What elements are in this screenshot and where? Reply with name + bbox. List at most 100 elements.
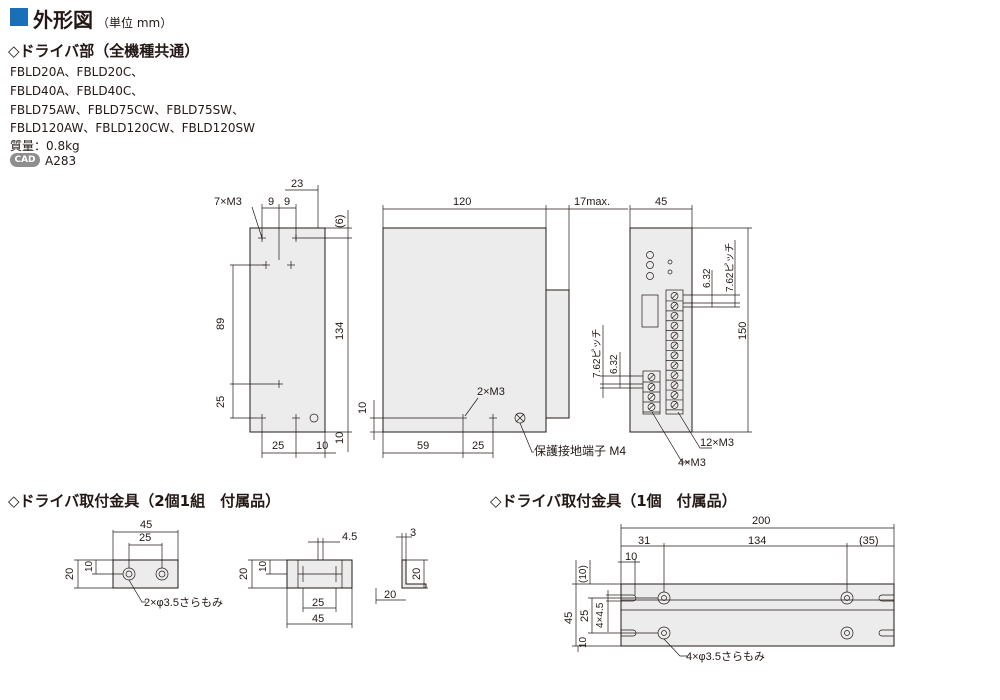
dim-front-6: (6) <box>334 215 346 228</box>
terminal-screw-icon <box>670 401 679 409</box>
side-heatsink <box>545 289 570 419</box>
terminal-screw-icon <box>670 361 679 370</box>
model-line-3: FBLD75AW、FBLD75CW、FBLD75SW、 <box>10 103 245 117</box>
dim-right-762b: 7.62ピッチ <box>591 329 603 378</box>
dim-b2-25: 25 <box>139 532 151 544</box>
bracket2-front: 45 25 20 10 2×φ3.5さらもみ <box>64 519 223 609</box>
label-b2-holes: 2×φ3.5さらもみ <box>144 596 223 609</box>
dim-front-25v: 25 <box>215 396 227 408</box>
label-b1-holes: 4×φ3.5さらもみ <box>686 650 765 663</box>
switch-dot <box>667 269 673 275</box>
terminal-screw-icon <box>670 351 679 360</box>
dim-b2-45: 45 <box>140 519 152 531</box>
terminal-screw-icon <box>670 371 679 380</box>
label-right-12xm3: 12×M3 <box>700 437 734 449</box>
title-unit: （単位 mm） <box>97 16 173 30</box>
model-line-2: FBLD40A、FBLD40C、 <box>10 84 144 98</box>
slot-right-bottom <box>878 629 894 637</box>
dim-b1-35: (35) <box>859 535 879 547</box>
label-right-4xm3: 4×M3 <box>678 457 706 469</box>
cad-code: A283 <box>45 154 77 168</box>
bracket-hole-icon <box>840 626 854 640</box>
cad-badge: CAD <box>10 153 40 167</box>
right-panel <box>629 227 693 433</box>
connector-slot <box>641 294 659 328</box>
bracket2-side: 3 20 20 <box>375 527 428 604</box>
dim-right-45: 45 <box>655 196 667 208</box>
led-indicator <box>646 251 654 259</box>
dim-front-89: 89 <box>215 318 227 330</box>
dim-b2-w20: 20 <box>384 589 396 601</box>
dim-b2-20b: 20 <box>238 568 250 580</box>
dim-front-10h: 10 <box>316 440 328 452</box>
dim-right-632a: 6.32 <box>702 268 713 288</box>
dim-side-17max: 17max. <box>574 196 610 208</box>
dim-b2-10: 10 <box>84 560 95 572</box>
led-indicator <box>646 261 654 269</box>
dim-b1-45: 45 <box>563 612 575 624</box>
title-marker <box>10 8 28 26</box>
terminal-screw-icon <box>670 341 679 350</box>
dim-front-9b: 9 <box>284 196 290 208</box>
dim-b1-134: 134 <box>748 535 766 547</box>
dim-b1-10t: (10) <box>578 565 589 583</box>
dim-b2-45b: 4.5 <box>342 531 357 543</box>
label-side-2xm3: 2×M3 <box>477 386 505 398</box>
dim-front-9a: 9 <box>268 196 274 208</box>
dim-side-59: 59 <box>417 440 429 452</box>
led-indicator <box>646 272 654 280</box>
label-ground-terminal: 保護接地端子 M4 <box>534 443 626 458</box>
terminal-screw-icon <box>647 383 656 391</box>
side-view: 120 17max. 2×M3 10 59 25 保護接地端子 M4 <box>357 196 628 458</box>
bracket2-top: 4.5 20 10 25 45 <box>238 531 357 628</box>
bracket1-plate <box>620 583 895 647</box>
bracket1-heading: ◇ドライバ取付金具（1個 付属品） <box>490 492 737 510</box>
dim-right-632b: 6.32 <box>609 354 620 374</box>
dim-front-10v: 10 <box>334 432 346 444</box>
dim-b2-45c: 45 <box>312 613 324 625</box>
terminal-screw-icon <box>670 292 679 300</box>
dim-b2-3: 3 <box>410 527 416 539</box>
dim-front-23: 23 <box>291 178 303 190</box>
dim-front-25h: 25 <box>272 440 284 452</box>
dim-b1-10: 10 <box>625 551 637 563</box>
side-body <box>382 227 547 433</box>
slot-right-top <box>878 594 894 602</box>
title-text: 外形図 <box>33 8 93 32</box>
terminal-screw-icon <box>670 381 679 389</box>
dim-b1-4x45: 4×4.5 <box>595 602 606 628</box>
bracket1: 200 31 134 (35) 10 45 25 4×4.5 (10) 10 4… <box>563 515 895 663</box>
bracket2-heading: ◇ドライバ取付金具（2個1組 付属品） <box>8 492 281 510</box>
driver-heading: ◇ドライバ部（全機種共通） <box>8 42 200 60</box>
dim-b1-200: 200 <box>752 515 770 527</box>
front-view: 23 9 9 7×M3 89 25 (6) <box>214 178 352 458</box>
right-view: 45 150 6.32 7.62ピッチ <box>591 196 752 469</box>
dim-b2-25b: 25 <box>312 597 324 609</box>
dim-b2-20c: 20 <box>411 568 423 580</box>
terminal-block-12 <box>665 289 684 415</box>
dim-b1-10b: 10 <box>578 636 589 648</box>
dim-right-762a: 7.62ピッチ <box>724 243 736 292</box>
page-title: 外形図 （単位 mm） <box>33 4 172 33</box>
terminal-screw-icon <box>670 321 679 330</box>
front-holes <box>258 234 319 423</box>
terminal-block-4 <box>642 370 661 415</box>
terminal-screw-icon <box>670 391 679 399</box>
switch-dot <box>667 259 673 265</box>
terminal-screw-icon <box>647 403 656 411</box>
model-line-1: FBLD20A、FBLD20C、 <box>10 65 144 79</box>
model-line-4: FBLD120AW、FBLD120CW、FBLD120SW <box>10 121 256 135</box>
terminal-screw-icon <box>647 393 656 401</box>
dim-side-25: 25 <box>472 440 484 452</box>
dim-side-120: 120 <box>453 196 471 208</box>
dim-front-134: 134 <box>334 322 346 340</box>
dim-b2-10b: 10 <box>258 560 269 572</box>
terminal-screw-icon <box>670 311 679 320</box>
terminal-screw-icon <box>670 302 679 310</box>
dim-side-10: 10 <box>357 402 369 414</box>
dim-right-150: 150 <box>737 322 749 340</box>
dim-b1-31: 31 <box>638 535 650 547</box>
terminal-screw-icon <box>670 331 679 340</box>
dim-b1-25: 25 <box>579 610 591 622</box>
